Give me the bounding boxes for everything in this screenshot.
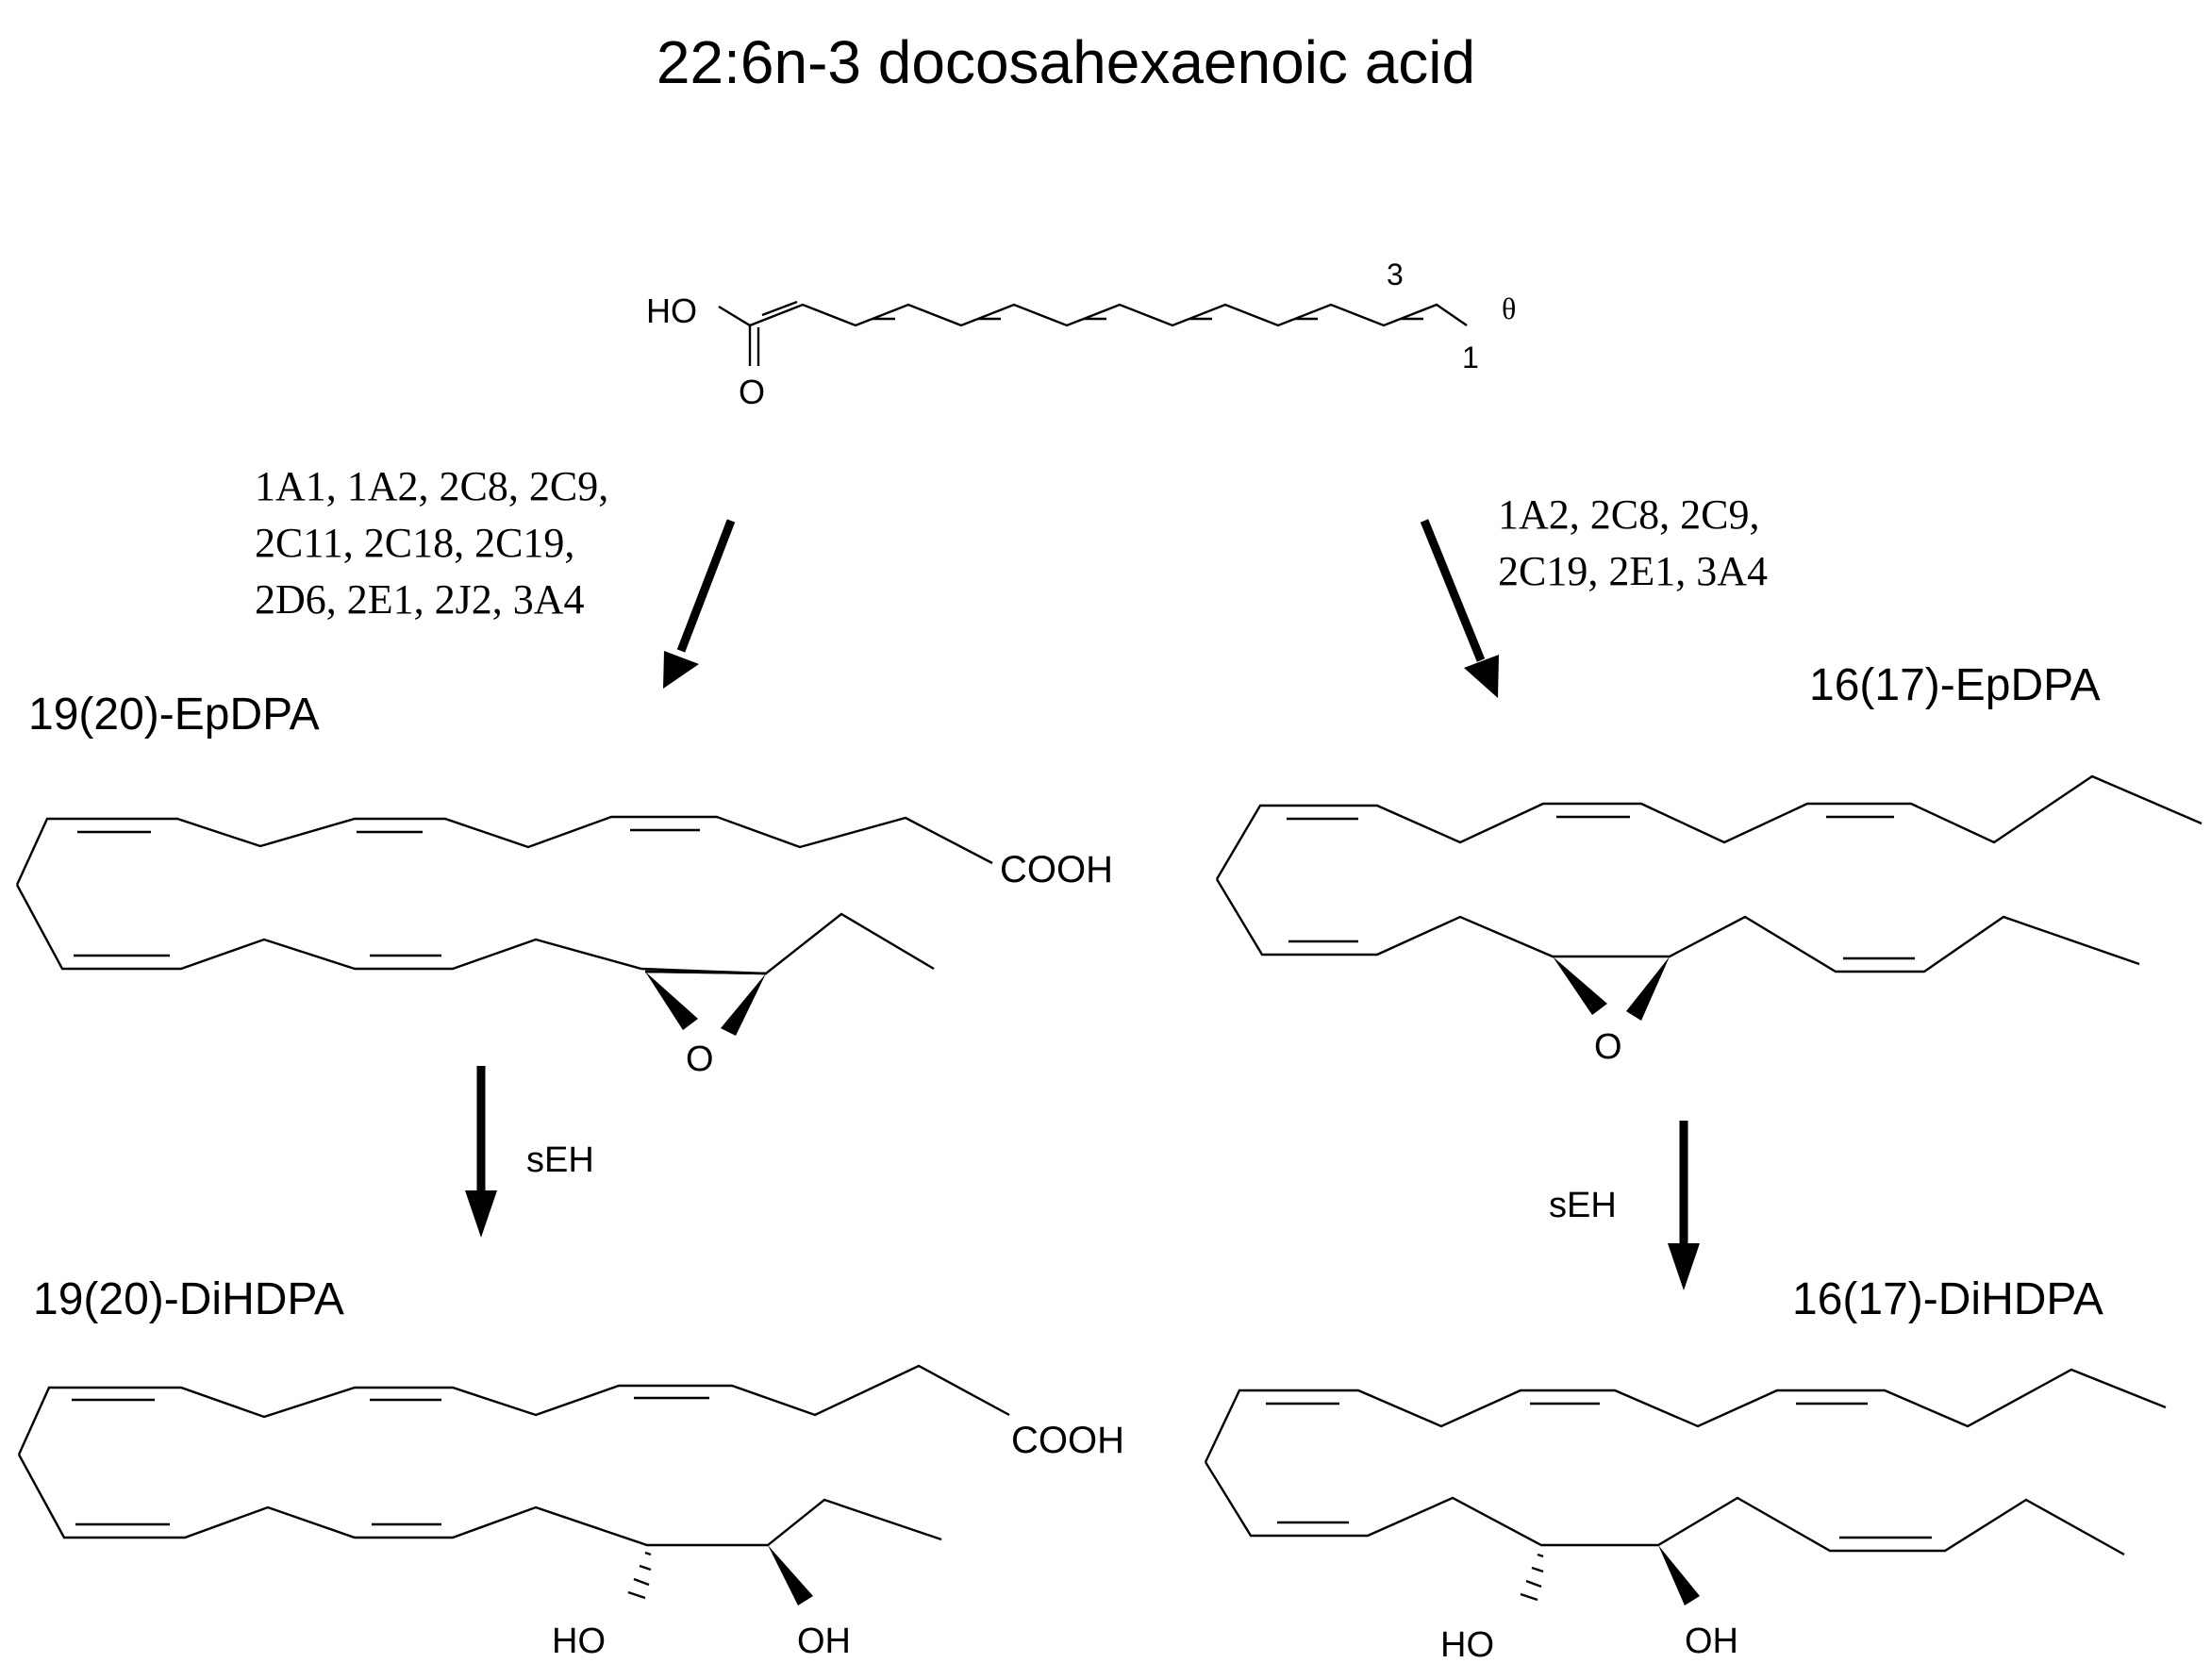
epdpa-16-17-oxygen-label: O (1594, 1027, 1622, 1067)
dihdpa-16-17-ho-label: HO (1440, 1625, 1494, 1665)
dha-structure: HO O 3 1 θ (646, 258, 1516, 411)
right-enzyme-line-2: 2C19, 2E1, 3A4 (1498, 548, 1768, 594)
dihdpa-19-20-ho-label: HO (552, 1622, 606, 1661)
right-enzyme-line-1: 1A2, 2C8, 2C9, (1498, 491, 1759, 538)
dha-position-1-label: 1 (1462, 341, 1479, 374)
dihdpa-19-20-structure: COOH HO OH (17, 1364, 1124, 1661)
diagram-title: 22:6n-3 docosahexaenoic acid (657, 28, 1475, 96)
dihdpa-16-17-oh-label: OH (1685, 1622, 1738, 1661)
left-cyp-arrow (663, 519, 736, 689)
epdpa-19-20-lower-chain (15, 884, 935, 975)
left-epoxide-name: 19(20)-EpDPA (28, 690, 320, 740)
left-seh-label: sEH (526, 1140, 594, 1180)
dha-position-3-label: 3 (1387, 258, 1404, 291)
right-seh-arrow (1668, 1121, 1700, 1290)
dihdpa-19-20-lower-chain (17, 1454, 942, 1547)
dha-o-label: O (739, 373, 765, 411)
dihdpa-19-20-upper-chain (17, 1364, 1010, 1455)
left-enzyme-line-2: 2C11, 2C18, 2C19, (255, 520, 574, 566)
right-enzyme-list: 1A2, 2C8, 2C9, 2C19, 2E1, 3A4 (1498, 491, 1768, 594)
epdpa-19-20-oxygen-label: O (686, 1040, 714, 1079)
left-enzyme-list: 1A1, 1A2, 2C8, 2C9, 2C11, 2C18, 2C19, 2D… (255, 463, 608, 623)
epdpa-19-20-structure: COOH O (15, 815, 1113, 1079)
epdpa-16-17-lower-chain (1215, 878, 2140, 973)
right-cyp-arrow (1420, 519, 1499, 698)
dihdpa-19-20-oh-label: OH (797, 1622, 851, 1661)
dihdpa-19-20-cooh-label: COOH (1011, 1420, 1124, 1461)
right-seh-label: sEH (1549, 1186, 1617, 1225)
epdpa-19-20-upper-chain (15, 815, 993, 886)
epdpa-19-20-epoxide-cc (644, 970, 767, 975)
right-diol-name: 16(17)-DiHDPA (1792, 1274, 2103, 1324)
dihdpa-16-17-structure: HO OH (1204, 1368, 2167, 1665)
epdpa-16-17-upper-chain (1215, 774, 2203, 880)
dha-omega-label: θ (1502, 291, 1516, 325)
left-enzyme-line-3: 2D6, 2E1, 2J2, 3A4 (255, 576, 585, 623)
left-seh-arrow (465, 1066, 497, 1238)
dihdpa-16-17-upper-chain (1204, 1368, 2167, 1463)
left-enzyme-line-1: 1A1, 1A2, 2C8, 2C9, (255, 463, 608, 509)
dha-ho-label: HO (646, 291, 697, 330)
dihdpa-16-17-lower-chain (1204, 1461, 2125, 1556)
dha-chain (718, 303, 1468, 327)
right-epoxide-name: 16(17)-EpDPA (1809, 660, 2101, 710)
left-diol-name: 19(20)-DiHDPA (33, 1274, 344, 1324)
dha-double-bond-1 (761, 300, 798, 317)
epdpa-19-20-cooh-label: COOH (1000, 849, 1113, 890)
epdpa-16-17-structure: O (1215, 774, 2203, 1067)
